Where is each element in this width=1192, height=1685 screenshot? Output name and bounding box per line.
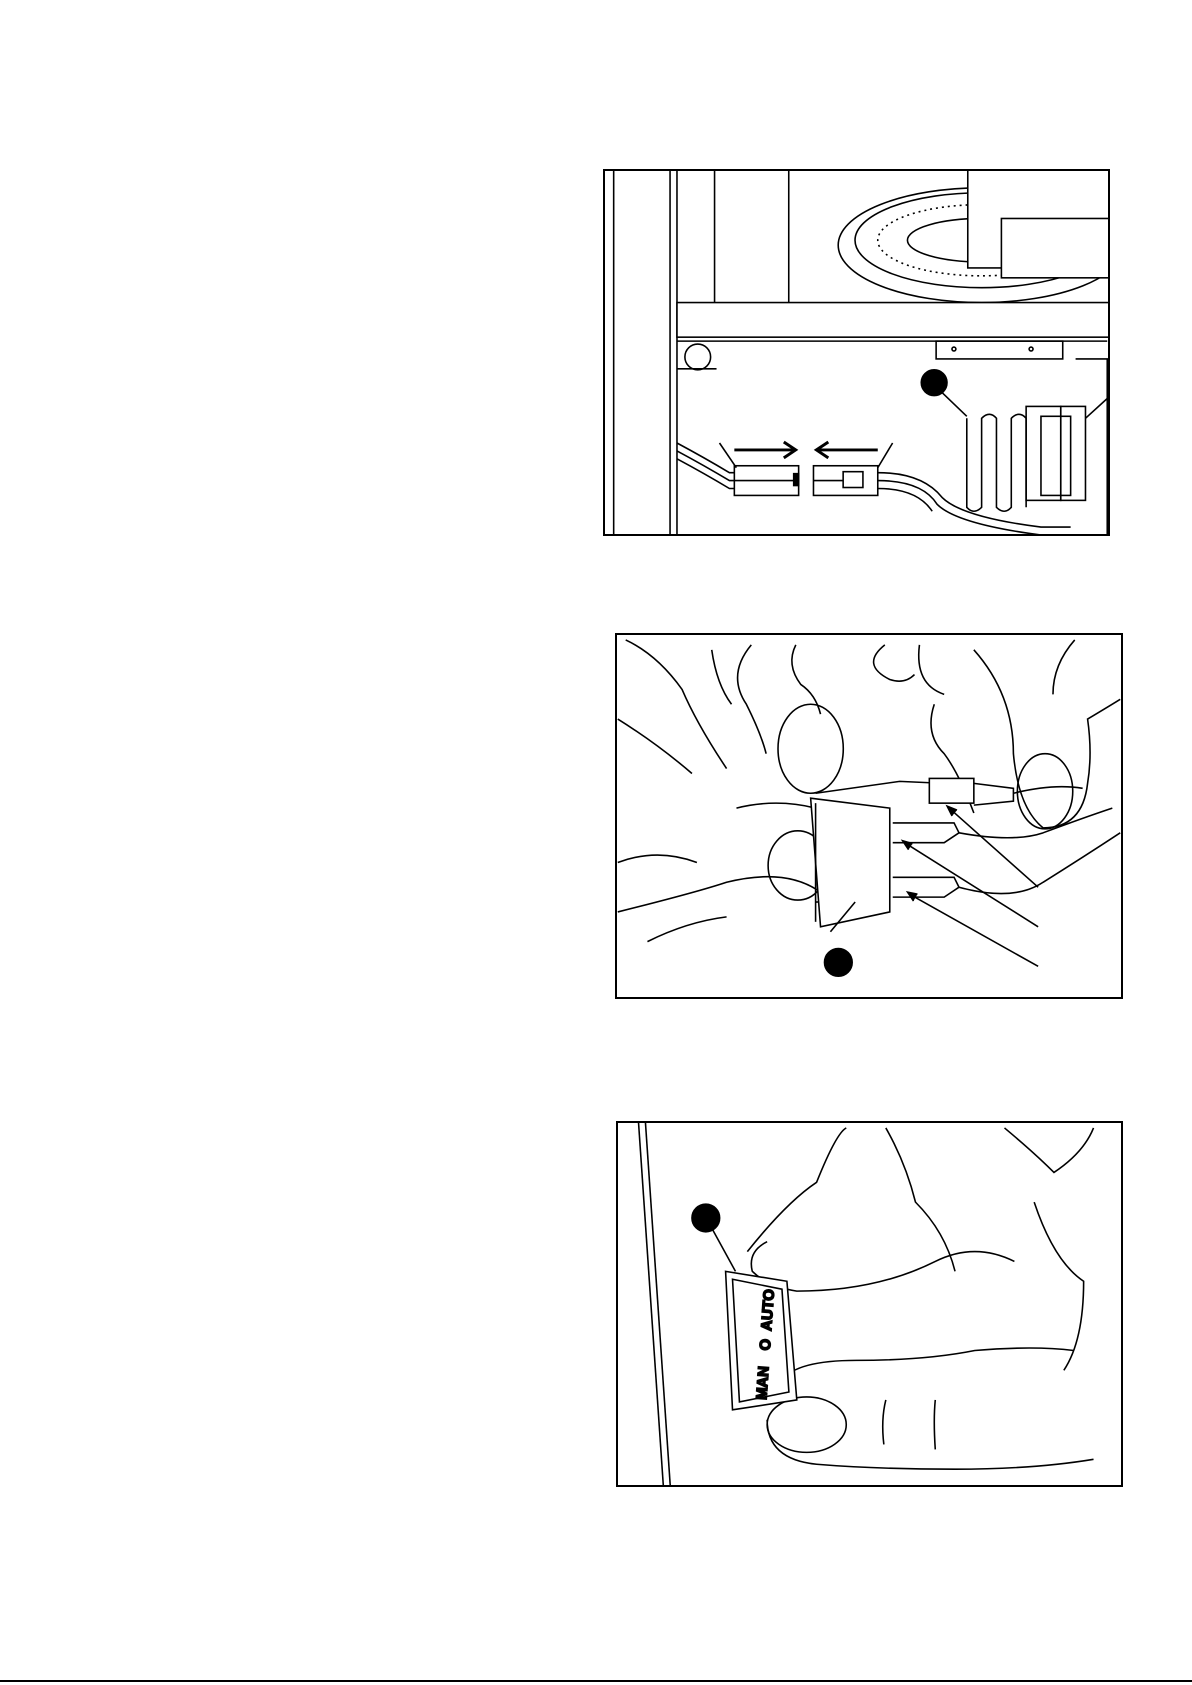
switch-label-auto: AUTO: [759, 1289, 778, 1332]
callout-marker: [692, 1204, 720, 1232]
callout-marker: [824, 949, 852, 977]
rocker-switch[interactable]: MAN O AUTO: [726, 1271, 797, 1409]
mode-switch-illustration: MAN O AUTO: [618, 1123, 1121, 1485]
figure-connector-unplug: [603, 169, 1110, 536]
switch-label-off: O: [758, 1338, 775, 1351]
callout-marker: [921, 370, 947, 396]
figure-switch-wires: [615, 633, 1123, 999]
switch-wires-illustration: [617, 635, 1121, 997]
page-bottom-rule: [0, 1680, 1192, 1682]
connector-illustration: [605, 171, 1108, 534]
switch-label-man: MAN: [754, 1366, 772, 1401]
figure-mode-switch: MAN O AUTO: [616, 1121, 1123, 1487]
